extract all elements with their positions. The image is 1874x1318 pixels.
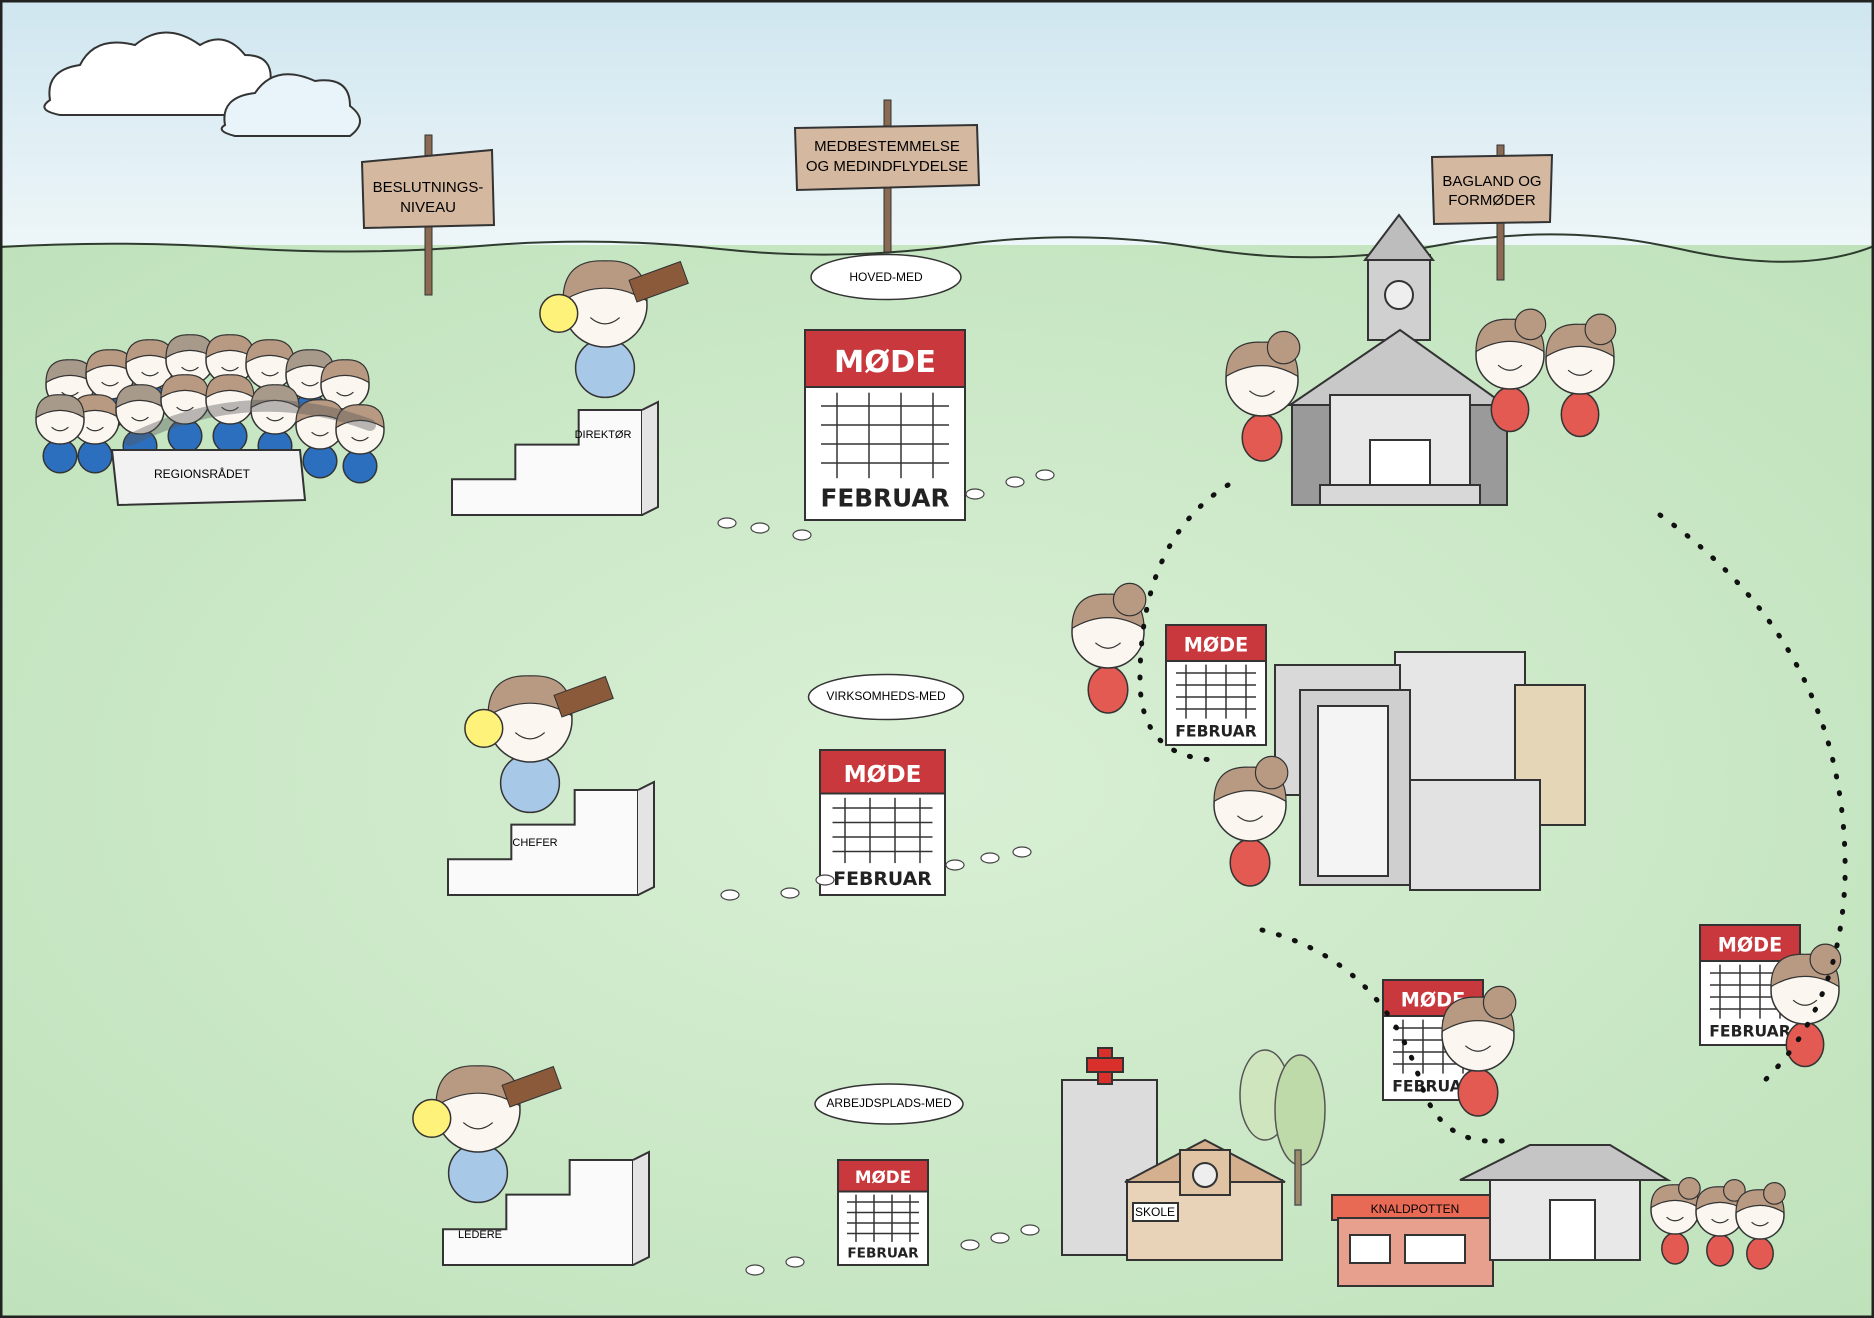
calendar-title: MØDE <box>1184 633 1248 656</box>
lightbulb-icon <box>465 710 503 748</box>
hair-bun <box>1764 1183 1786 1205</box>
lightbulb-icon <box>413 1100 451 1138</box>
footprint <box>1021 1225 1039 1235</box>
calendar-main-med: MØDE FEBRUAR <box>805 330 965 520</box>
hair-bun <box>1679 1178 1701 1200</box>
calendar-title: MØDE <box>855 1167 911 1187</box>
footprint <box>751 523 769 533</box>
knaldpotten-building: KNALDPOTTEN <box>1332 1195 1499 1286</box>
leaders-label: LEDERE <box>458 1229 502 1241</box>
footprint <box>786 1257 804 1267</box>
hair-bun <box>1483 986 1515 1018</box>
footprint <box>946 860 964 870</box>
hair-bun <box>1113 583 1145 615</box>
calendar-month: FEBRUAR <box>1175 723 1256 741</box>
chiefs-label: CHEFER <box>512 837 557 849</box>
sign-decision-level-line2: NIVEAU <box>400 199 456 216</box>
sign-codetermination-line2: OG MEDINDFLYDELSE <box>806 158 968 175</box>
calendar-month: FEBRUAR <box>833 869 932 890</box>
sign-codetermination-line1: MEDBESTEMMELSE <box>814 138 960 155</box>
sign-backland-line1: BAGLAND OG <box>1442 173 1541 190</box>
footprint <box>793 530 811 540</box>
calendar-month: FEBRUAR <box>821 484 950 513</box>
calendar-small-1: MØDE FEBRUAR <box>1166 625 1266 745</box>
sign-backland-line2: FORMØDER <box>1448 192 1536 209</box>
hair-bun <box>1515 309 1546 340</box>
footprint <box>721 890 739 900</box>
office-buildings <box>1275 652 1585 890</box>
lightbulb-icon <box>540 295 578 333</box>
knaldpotten-label: KNALDPOTTEN <box>1371 1202 1460 1216</box>
footprint <box>1013 847 1031 857</box>
footprint <box>718 518 736 528</box>
footprint <box>746 1265 764 1275</box>
footprint <box>981 853 999 863</box>
business-med-label: VIRKSOMHEDS-MED <box>826 689 946 703</box>
calendar-workplace-med: MØDE FEBRUAR <box>838 1160 928 1265</box>
workplace-med-label: ARBEJDSPLADS-MED <box>826 1096 952 1110</box>
calendar-business-med: MØDE FEBRUAR <box>820 750 945 895</box>
footprint <box>781 888 799 898</box>
main-med-label: HOVED-MED <box>849 270 923 284</box>
school-label: SKOLE <box>1135 1205 1175 1219</box>
hair-bun <box>1810 944 1841 975</box>
sign-decision-level-line1: BESLUTNINGS- <box>373 179 484 196</box>
footprint <box>966 489 984 499</box>
footprint <box>816 875 834 885</box>
calendar-month: FEBRUAR <box>847 1246 919 1262</box>
calendar-title: MØDE <box>844 761 922 788</box>
calendar-title: MØDE <box>834 345 936 380</box>
footprint <box>991 1233 1009 1243</box>
hair-bun <box>1267 331 1299 363</box>
calendar-title: MØDE <box>1718 933 1782 956</box>
director-label: DIREKTØR <box>575 429 632 441</box>
footprint <box>1006 477 1024 487</box>
footprint <box>961 1240 979 1250</box>
hair-bun <box>1585 314 1616 345</box>
hair-bun <box>1255 756 1287 788</box>
council-label: REGIONSRÅDET <box>154 466 251 481</box>
calendar-month: FEBRUAR <box>1709 1023 1790 1041</box>
footprint <box>1036 470 1054 480</box>
